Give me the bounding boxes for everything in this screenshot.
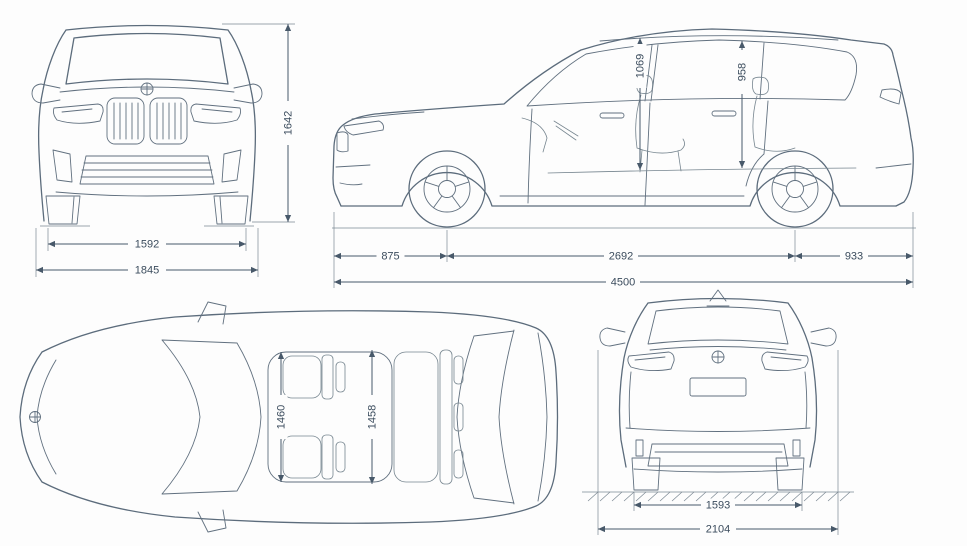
front-lower-intake	[52, 149, 242, 197]
dim-rear-headroom-label: 958	[737, 63, 749, 81]
front-dimensions: 1592 1845 1642	[35, 23, 295, 277]
label-backplate	[274, 395, 288, 439]
front-wheels	[45, 195, 249, 225]
label-backplate	[128, 263, 166, 277]
rear-door-handle	[711, 110, 737, 117]
dim-front-interior-width-label: 1460	[276, 405, 288, 429]
side-extension-lines	[333, 212, 914, 288]
rear-taillights	[627, 346, 809, 372]
dim-wheelbase-label: 2692	[609, 251, 633, 263]
ground-hatch	[587, 491, 851, 502]
dim-width-incl-mirrors-label: 2104	[706, 524, 730, 536]
label-backplate	[700, 522, 736, 536]
front-kidney-grille-left	[106, 97, 145, 145]
rear-mirrors	[599, 327, 837, 347]
driver-seat-cushion	[282, 355, 322, 399]
front-extension-lines	[35, 23, 295, 277]
dim-track-width-label: 1592	[135, 239, 159, 251]
front-kidney-grille-right	[149, 97, 188, 145]
rear-tire	[756, 150, 834, 228]
front-hub	[438, 180, 456, 198]
front-body-outline	[37, 24, 257, 222]
roof-antenna-fin	[709, 289, 727, 302]
rear-bench-back	[439, 349, 453, 485]
side-view: 1069 958 875 2692 933 4500	[332, 28, 916, 289]
rear-hub	[786, 180, 804, 198]
side-rocker-and-arches	[340, 171, 897, 207]
side-body-outline	[332, 28, 914, 207]
driver-seat-back	[321, 354, 334, 400]
tailgate-and-bumper	[625, 371, 811, 473]
dim-front-headroom-label: 1069	[635, 54, 647, 78]
rear-headrest-right	[453, 449, 464, 479]
front-wheel	[408, 150, 486, 228]
label-backplate	[606, 275, 640, 289]
front-spokes	[424, 165, 470, 209]
bmw-roundel-cross	[140, 82, 154, 96]
label-backplate	[128, 237, 166, 251]
rear-window	[647, 305, 789, 345]
front-view: 1592 1845 1642	[31, 23, 295, 277]
rear-headrest-left	[453, 355, 464, 385]
driver-headrest	[335, 361, 346, 393]
dim-rear-track-label: 1593	[706, 500, 730, 512]
dim-rear-interior-width-label: 1458	[367, 405, 379, 429]
dim-front-overhang-label: 875	[381, 251, 399, 263]
bmw-roundel-cross	[29, 411, 41, 423]
label-backplate	[633, 44, 647, 88]
top-body-outline	[19, 310, 559, 524]
front-grille-slats	[113, 102, 182, 140]
top-dimensions: 1460 1458	[274, 350, 379, 484]
dim-rear-overhang-label: 933	[845, 251, 863, 263]
label-backplate	[701, 498, 735, 512]
side-door-and-details	[335, 35, 912, 206]
front-tire	[408, 150, 486, 228]
side-dimensions: 1069 958 875 2692 933 4500	[333, 38, 914, 289]
rear-view: 1593 2104	[582, 289, 854, 536]
rear-body-outline	[618, 297, 818, 468]
rear-dimensions: 1593 2104	[597, 350, 839, 536]
top-roof-panel	[267, 351, 393, 483]
side-interior-seats	[521, 74, 857, 174]
rear-wheels	[631, 457, 805, 491]
front-mirrors	[31, 83, 263, 104]
dim-overall-length-label: 4500	[611, 277, 635, 289]
rear-wheel	[756, 150, 834, 228]
passenger-seat-cushion	[282, 435, 322, 479]
label-backplate	[365, 395, 379, 439]
rear-spokes	[772, 165, 818, 209]
license-plate-recess	[689, 377, 747, 397]
rear-bench-cushion	[393, 351, 439, 483]
top-view: 1460 1458	[19, 301, 559, 533]
rear-headrest-center	[453, 402, 464, 432]
label-backplate	[604, 249, 638, 263]
passenger-seat-back	[321, 434, 334, 480]
side-glasshouse	[526, 39, 858, 107]
top-mirrors	[197, 301, 227, 533]
passenger-headrest	[335, 441, 346, 473]
dim-overall-height-label: 1642	[283, 111, 295, 135]
label-backplate	[281, 101, 295, 145]
label-backplate	[735, 50, 749, 94]
dim-overall-width-label: 1845	[135, 265, 159, 277]
rear-extension-lines	[597, 350, 839, 535]
label-backplate	[376, 249, 405, 263]
label-backplate	[840, 249, 868, 263]
front-headlights	[52, 103, 242, 124]
front-door-handle	[599, 112, 625, 119]
bmw-roundel-cross	[711, 350, 725, 364]
